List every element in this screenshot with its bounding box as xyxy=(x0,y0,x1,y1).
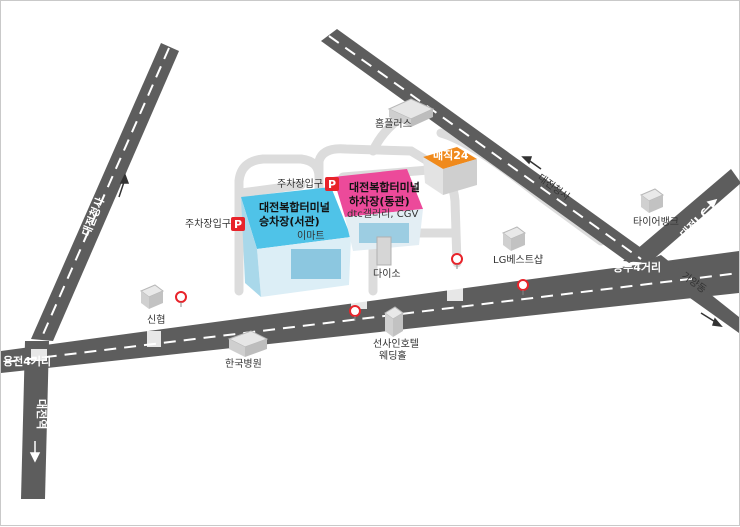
label-west-terminal-1: 대전복합터미널 xyxy=(259,200,330,214)
label-parking-entrance-north: 주차장입구 xyxy=(277,177,323,190)
traffic-signal-icon xyxy=(517,279,529,295)
sunsa-wedding-building xyxy=(384,306,404,337)
west-terminal-building xyxy=(241,187,351,297)
label-road-daejeon-station-down: 대전역 xyxy=(35,399,49,429)
main-roads xyxy=(1,29,740,499)
maeji24-building xyxy=(423,147,477,195)
shinhyup-building xyxy=(140,284,164,309)
label-hankook-hospital: 한국병원 xyxy=(225,358,262,370)
label-road-dongbu: 동부4거리 xyxy=(613,260,661,274)
east-terminal-building xyxy=(333,169,423,251)
traffic-signal-icon xyxy=(349,305,361,321)
parking-sign-north: P xyxy=(325,177,339,191)
road-left-diagonal xyxy=(31,43,179,341)
traffic-signal-icon xyxy=(175,291,187,307)
label-sunsa-1: 선사인호텔 xyxy=(373,338,419,350)
traffic-signal-icon xyxy=(451,253,463,269)
label-maeji24: 매직24 xyxy=(433,148,469,162)
label-emart: 이마트 xyxy=(297,230,325,242)
label-parking-entrance-west: 주차장입구 xyxy=(185,217,231,230)
tire-bank-building xyxy=(640,188,664,213)
homeplus-building xyxy=(387,98,435,127)
label-daiso: 다이소 xyxy=(373,268,401,280)
arrow-left-icon xyxy=(521,156,542,170)
label-lg-bestshop: LG베스트샵 xyxy=(493,254,543,266)
label-dtc-gallery: dtc갤러리, CGV xyxy=(347,208,418,220)
arrow-down-icon xyxy=(29,441,41,463)
label-shinhyup: 신협 xyxy=(147,313,165,326)
road-gayang xyxy=(641,255,739,333)
arrow-right-icon xyxy=(700,312,723,327)
road-ic-diagonal xyxy=(623,169,740,263)
label-homeplus: 홈플러스 xyxy=(375,117,412,130)
daiso-building xyxy=(376,236,392,266)
label-east-terminal-1: 대전복합터미널 xyxy=(349,180,420,194)
lane-markings xyxy=(4,35,740,363)
road-main-horizontal xyxy=(1,251,739,373)
road-down-vertical xyxy=(21,341,49,499)
road-top-diagonal xyxy=(321,29,651,263)
crosswalks xyxy=(31,283,463,361)
label-sunsa-2: 웨딩홀 xyxy=(379,349,407,362)
label-tire-bank: 타이어뱅크 xyxy=(633,216,679,228)
arrow-up-right-icon xyxy=(702,198,718,214)
arrow-up-icon xyxy=(118,173,130,198)
parking-sign-icon xyxy=(231,217,245,231)
label-west-terminal-2: 승차장(서관) xyxy=(259,214,320,228)
hankook-hospital-building xyxy=(227,330,269,357)
parking-sign-icon xyxy=(325,177,339,191)
parking-sign-west-symbol: P xyxy=(234,218,242,231)
parking-sign-west: P xyxy=(231,217,245,231)
label-road-yongjeon: 용전4거리 xyxy=(3,354,51,368)
lg-bestshop-building xyxy=(502,226,526,251)
label-east-terminal-2: 하차장(동관) xyxy=(349,194,410,208)
parking-sign-north-symbol: P xyxy=(328,178,336,191)
